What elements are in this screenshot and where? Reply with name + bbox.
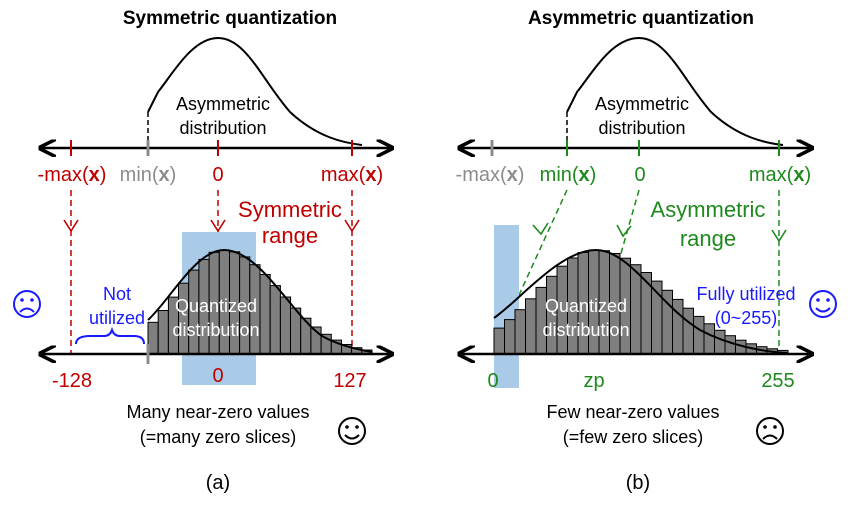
map-arrow-neg-head	[63, 219, 79, 233]
quantized-histogram	[493, 249, 789, 355]
histogram-bar	[178, 282, 190, 355]
panel-label-b: (b)	[626, 472, 650, 494]
histogram-bar	[693, 315, 705, 355]
quant-label-line2: distribution	[542, 320, 629, 340]
zero-highlight	[494, 225, 519, 388]
quant-label-line1: Quantized	[545, 296, 627, 316]
histogram-bar	[525, 298, 537, 355]
histogram-bar	[672, 298, 684, 355]
caption-line1: Many near-zero values	[126, 402, 309, 422]
histogram-bar	[630, 264, 642, 355]
input-distribution-curve	[147, 36, 363, 146]
panel-b: Asymmetric quantization Asymmetric distr…	[456, 8, 837, 494]
happy-face-icon	[809, 290, 837, 318]
range-label-line2: range	[262, 223, 318, 248]
histogram-bar	[493, 327, 505, 355]
sad-face-icon	[756, 417, 784, 445]
tick-label-127: 127	[333, 370, 366, 392]
histogram-bar	[157, 310, 169, 355]
quantized-curve	[147, 248, 373, 353]
neg-max-label: -max(x)	[456, 164, 525, 186]
max-label: max(x)	[749, 164, 811, 186]
panel-a-title: Symmetric quantization	[123, 8, 337, 29]
quant-label-line2: distribution	[172, 320, 259, 340]
tick-label-zero: 0	[487, 370, 498, 392]
map-arrow-min-head	[532, 222, 549, 236]
dist-label-line2: distribution	[179, 118, 266, 138]
map-arrow-zero-head	[616, 224, 632, 238]
min-label: min(x)	[540, 164, 597, 186]
min-label: min(x)	[120, 164, 177, 186]
range-label-line2: range	[680, 226, 736, 251]
max-label: max(x)	[321, 164, 383, 186]
neg-max-label: -max(x)	[38, 164, 107, 186]
not-utilized-line2: utilized	[89, 308, 145, 328]
map-arrow-zero-head	[210, 219, 226, 233]
range-label-line1: Symmetric	[238, 197, 342, 222]
fully-utilized-line1: Fully utilized	[696, 284, 795, 304]
dist-label-line1: Asymmetric	[176, 94, 270, 114]
map-arrow-max-head	[771, 229, 787, 243]
happy-face-icon	[338, 417, 366, 445]
histogram-bar	[682, 307, 694, 355]
fully-utilized-line2: (0~255)	[715, 308, 778, 328]
zero-label: 0	[212, 164, 223, 186]
tick-label-zp: zp	[583, 370, 604, 392]
range-label-line1: Asymmetric	[651, 197, 766, 222]
dist-label-line1: Asymmetric	[595, 94, 689, 114]
caption-line1: Few near-zero values	[546, 402, 719, 422]
histogram-bar	[724, 335, 736, 355]
histogram-bar	[259, 274, 271, 355]
not-utilized-line1: Not	[103, 284, 131, 304]
map-arrow-max-head	[344, 219, 360, 233]
histogram-bar	[514, 309, 526, 355]
quantized-curve	[493, 248, 789, 354]
panel-label-a: (a)	[206, 472, 230, 494]
sad-face-icon	[13, 290, 41, 318]
tick-label-neg128: -128	[52, 370, 92, 392]
caption-line2: (=many zero slices)	[140, 427, 297, 447]
dist-label-line2: distribution	[598, 118, 685, 138]
histogram-bar	[703, 323, 715, 355]
input-distribution-curve	[566, 36, 784, 146]
quant-label-line1: Quantized	[175, 296, 257, 316]
histogram-bar	[714, 329, 726, 355]
caption-line2: (=few zero slices)	[563, 427, 704, 447]
histogram-bar	[504, 319, 516, 355]
tick-label-255: 255	[761, 370, 794, 392]
not-utilized-brace	[75, 326, 145, 345]
histogram-bar	[279, 296, 292, 355]
panel-b-title: Asymmetric quantization	[528, 8, 754, 29]
panel-a: Symmetric quantization Asymmetric distri…	[13, 8, 392, 494]
zero-label: 0	[634, 164, 645, 186]
tick-label-zero: 0	[212, 365, 223, 387]
histogram-bar	[147, 321, 159, 355]
histogram-bar	[269, 285, 281, 355]
